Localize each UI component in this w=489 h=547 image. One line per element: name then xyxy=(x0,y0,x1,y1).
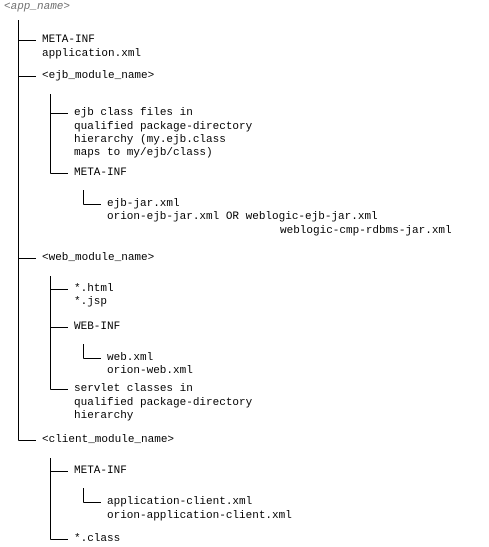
servlet-classes-line-3: hierarchy xyxy=(74,410,134,422)
meta-inf-folder: META-INF xyxy=(42,34,95,46)
ejb-class-files-line-1: ejb class files in xyxy=(74,107,193,119)
web-module-folder: <web_module_name> xyxy=(42,252,155,264)
weblogic-cmp-rdbms-jar-xml-file: weblogic-cmp-rdbms-jar.xml xyxy=(280,225,452,237)
client-module-folder: <client_module_name> xyxy=(42,434,175,446)
servlet-classes-line-1: servlet classes in xyxy=(74,383,193,395)
ejb-class-files-line-4: maps to my/ejb/class) xyxy=(74,147,213,159)
client-meta-inf-folder: META-INF xyxy=(74,465,127,477)
client-class-files: *.class xyxy=(74,533,121,545)
application-xml-file: application.xml xyxy=(42,48,142,60)
orion-application-client-xml-file: orion-application-client.xml xyxy=(107,510,292,522)
root-app-name: <app_name> xyxy=(4,1,71,13)
ejb-module-folder: <ejb_module_name> xyxy=(42,70,155,82)
web-inf-folder: WEB-INF xyxy=(74,321,121,333)
application-client-xml-file: application-client.xml xyxy=(107,496,253,508)
servlet-classes-line-2: qualified package-directory xyxy=(74,397,253,409)
orion-web-xml-file: orion-web.xml xyxy=(107,365,193,377)
ejb-class-files-line-3: hierarchy (my.ejb.class xyxy=(74,134,226,146)
ejb-class-files-line-2: qualified package-directory xyxy=(74,121,253,133)
ejb-jar-xml-file: ejb-jar.xml xyxy=(107,198,180,210)
jsp-files: *.jsp xyxy=(74,296,108,308)
html-files: *.html xyxy=(74,283,114,295)
ejb-meta-inf-folder: META-INF xyxy=(74,167,127,179)
orion-weblogic-ejb-jar-xml-file: orion-ejb-jar.xml OR weblogic-ejb-jar.xm… xyxy=(107,211,378,223)
web-xml-file: web.xml xyxy=(107,352,154,364)
